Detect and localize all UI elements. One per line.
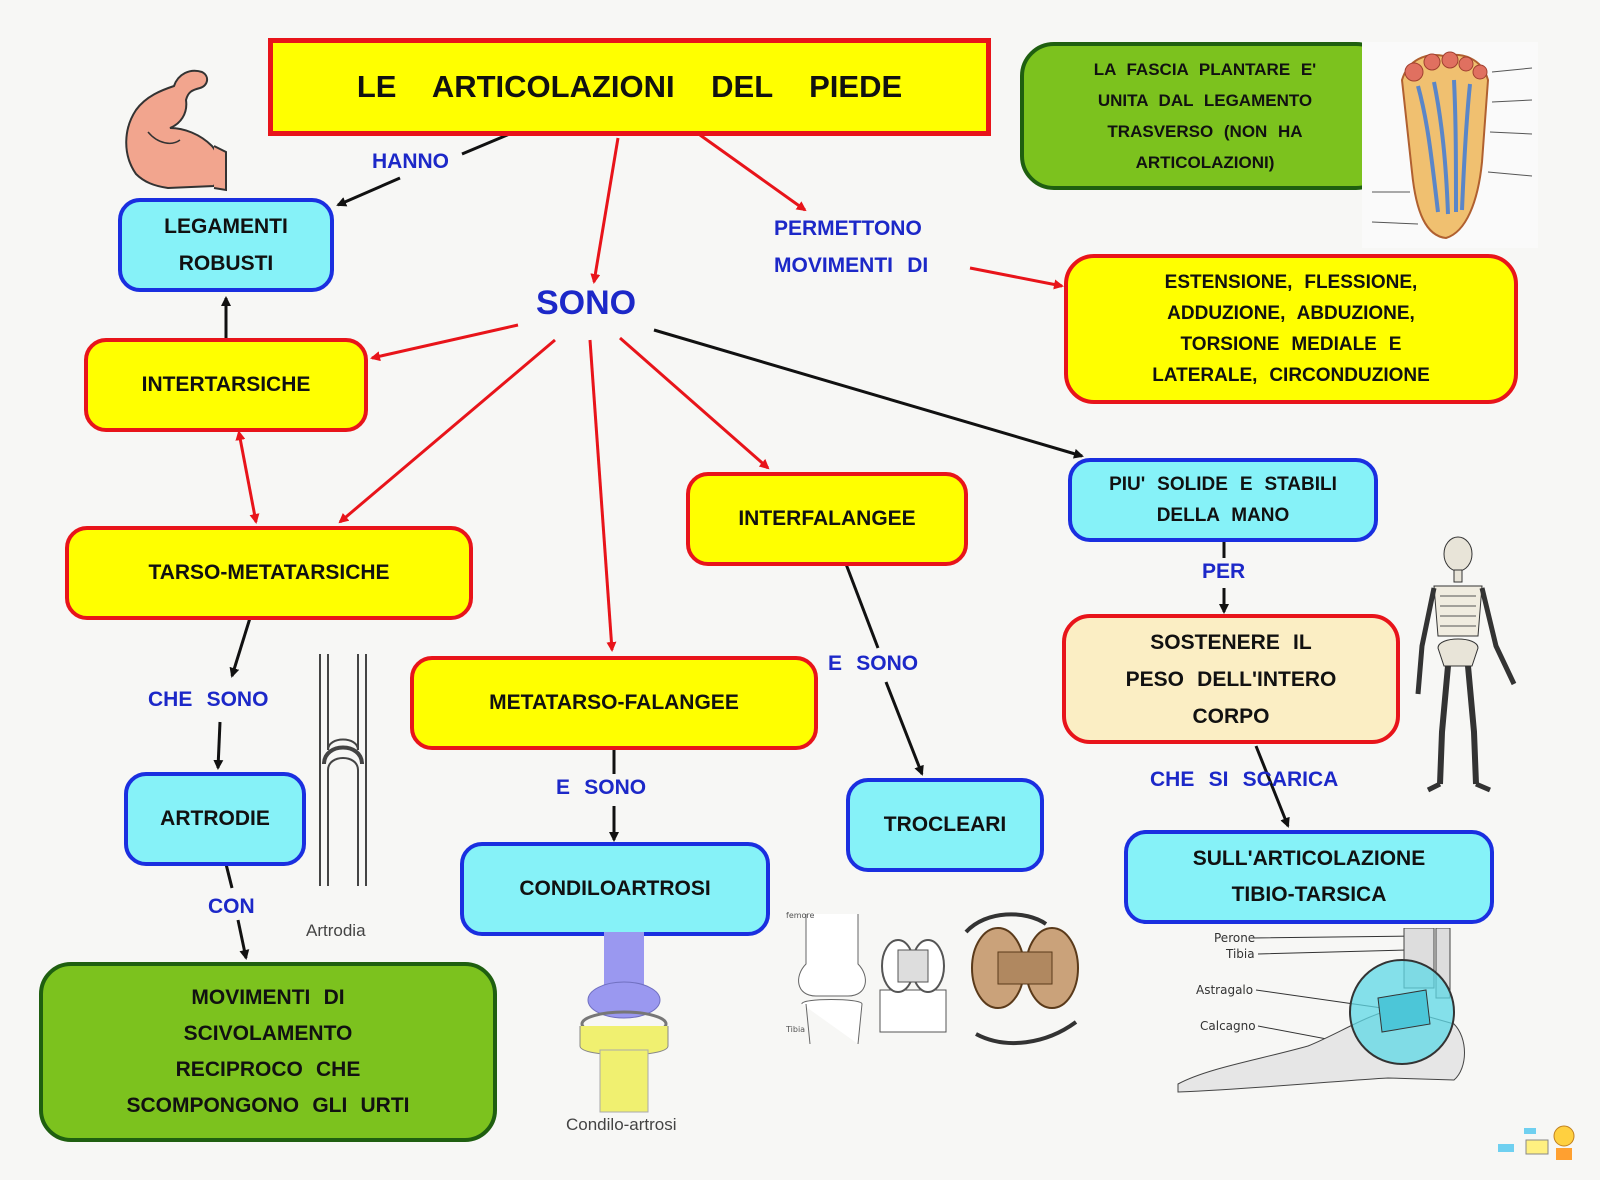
connector-sostenere-articolazione [1254, 745, 1290, 828]
label-hanno: HANNO [372, 150, 449, 173]
connector-sono-metatarso [588, 339, 617, 652]
node-metatarso-falangee-text: METATARSO-FALANGEE [489, 691, 739, 714]
label-sono: SONO [536, 284, 637, 322]
label-con: CON [208, 895, 255, 918]
node-fascia-plantare: LA FASCIA PLANTARE E' UNITA DAL LEGAMENT… [1020, 42, 1390, 190]
label-permettono: PERMETTONO MOVIMENTI DI [774, 217, 929, 277]
node-interfalangee-text: INTERFALANGEE [738, 507, 916, 530]
artrodia-caption: Artrodia [306, 921, 366, 940]
node-articolazione-tibio-tarsica: SULL'ARTICOLAZIONE TIBIO-TARSICA [1124, 830, 1494, 924]
label-per: PER [1202, 560, 1246, 583]
node-trocleari-text: TROCLEARI [883, 813, 1007, 836]
node-fascia-plantare-text: LA FASCIA PLANTARE E' UNITA DAL LEGAMENT… [1093, 60, 1317, 172]
node-movimenti-elenco-text: ESTENSIONE, FLESSIONE, ADDUZIONE, ABDUZI… [1152, 272, 1430, 386]
node-legamenti-robusti: LEGAMENTI ROBUSTI [118, 198, 334, 292]
connector-sono-intertarsiche [370, 323, 519, 362]
node-movimenti-elenco: ESTENSIONE, FLESSIONE, ADDUZIONE, ABDUZI… [1064, 254, 1518, 404]
connector-sono-tarso [338, 338, 556, 524]
node-tarso-metatarsiche-text: TARSO-METATARSICHE [148, 561, 390, 584]
app-logo [1498, 1125, 1575, 1160]
connector-con-movimenti [236, 919, 250, 960]
label-e-sono-1: E SONO [556, 776, 647, 799]
connector-che-sono-artrodie [213, 721, 224, 770]
node-sostenere-peso: SOSTENERE IL PESO DELL'INTERO CORPO [1062, 614, 1400, 744]
tibia-knee-caption: Tibia [786, 1025, 805, 1034]
label-che-si-scarica: CHE SI SCARICA [1150, 768, 1339, 791]
node-artrodie-text: ARTRODIE [160, 807, 270, 830]
node-trocleari: TROCLEARI [846, 778, 1044, 872]
node-sostenere-peso-text: SOSTENERE IL PESO DELL'INTERO CORPO [1125, 630, 1337, 728]
connector-sono-piu-solide [653, 328, 1084, 459]
connector-permettono-movimenti [969, 266, 1064, 290]
node-intertarsiche: INTERTARSICHE [84, 338, 368, 432]
label-e-sono-2: E SONO [828, 652, 919, 675]
node-metatarso-falangee: METATARSO-FALANGEE [410, 656, 818, 750]
page-title: LE ARTICOLAZIONI DEL PIEDE [268, 38, 991, 136]
connector-hanno-legamenti [336, 176, 401, 207]
node-piu-solide: PIU' SOLIDE E STABILI DELLA MANO [1068, 458, 1378, 542]
label-che-sono: CHE SONO [148, 688, 269, 711]
node-legamenti-robusti-text: LEGAMENTI ROBUSTI [164, 215, 288, 275]
astragalo-label: Astragalo [1196, 983, 1253, 997]
trochlear-joint-illustrations: femore Tibia [786, 911, 1079, 1046]
connector-artrodie-con [224, 863, 234, 889]
skeleton-illustration [1415, 536, 1517, 793]
node-condiloartrosi: CONDILOARTROSI [460, 842, 770, 936]
connector-intertarsiche-tarso [235, 430, 260, 524]
node-artrodie: ARTRODIE [124, 772, 306, 866]
connector-sono-interfalangee [619, 336, 770, 470]
connector-title-permettono [699, 133, 807, 212]
node-interfalangee: INTERFALANGEE [686, 472, 968, 566]
perone-label: Perone [1214, 931, 1255, 945]
node-piu-solide-text: PIU' SOLIDE E STABILI DELLA MANO [1109, 474, 1337, 526]
node-movimenti-scivolamento-text: MOVIMENTI DI SCIVOLAMENTO RECIPROCO CHE … [126, 986, 410, 1117]
femore-caption: femore [786, 911, 815, 920]
node-articolazione-tibio-tarsica-text: SULL'ARTICOLAZIONE TIBIO-TARSICA [1192, 847, 1426, 906]
condilo-caption: Condilo-artrosi [566, 1115, 677, 1134]
artrodia-illustration: Artrodia [306, 654, 367, 940]
node-movimenti-scivolamento: MOVIMENTI DI SCIVOLAMENTO RECIPROCO CHE … [39, 962, 497, 1142]
connector-title-sono [590, 137, 620, 284]
flexed-arm-illustration [125, 69, 227, 192]
node-tarso-metatarsiche: TARSO-METATARSICHE [65, 526, 473, 620]
ankle-foot-illustration: Perone Tibia Astragalo Calcagno [1177, 928, 1465, 1093]
connector-interfalangee-e-sono [844, 563, 880, 649]
connector-tarso-che-sono [229, 617, 252, 678]
connector-title-hanno [461, 131, 513, 156]
tibia-label: Tibia [1225, 947, 1255, 961]
calcagno-label: Calcagno [1200, 1019, 1256, 1033]
node-intertarsiche-text: INTERTARSICHE [141, 373, 311, 396]
connector-e-sono-trocleari [884, 681, 924, 776]
plantar-fascia-illustration [1362, 42, 1538, 248]
condilo-artrosi-illustration: Condilo-artrosi [566, 932, 677, 1134]
node-condiloartrosi-text: CONDILOARTROSI [519, 877, 711, 900]
